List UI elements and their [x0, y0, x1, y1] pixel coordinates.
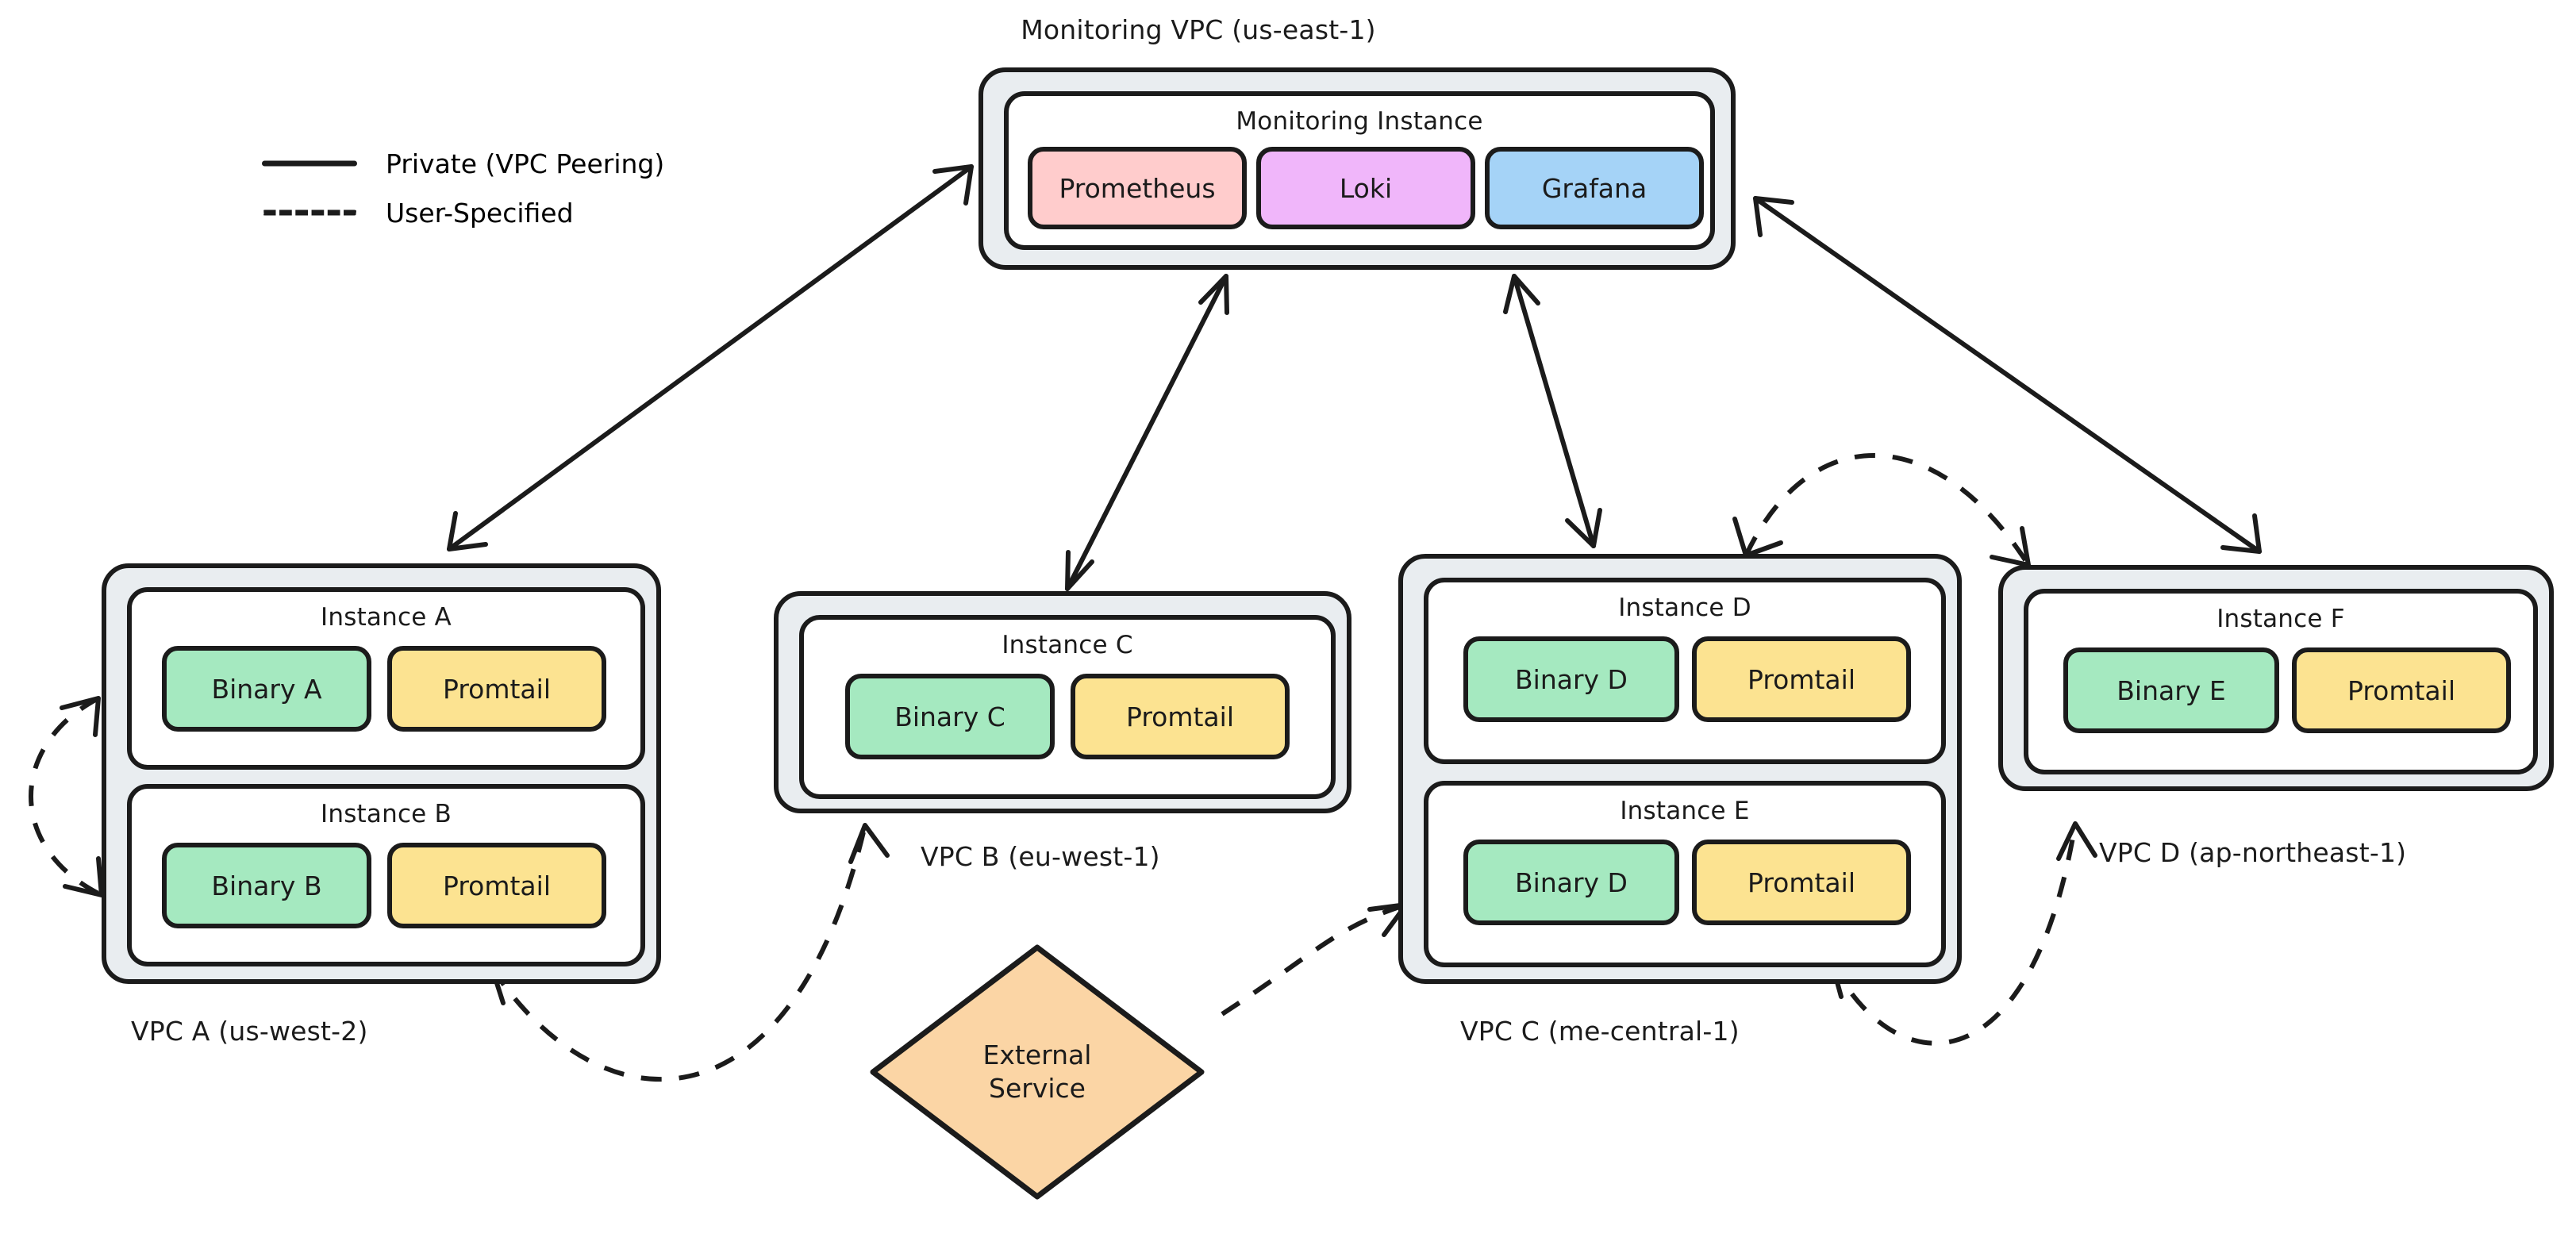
instance-c-title: Instance C: [1002, 631, 1133, 659]
vpc-a-container[interactable]: Instance A Binary A Promtail Instance B …: [102, 563, 661, 984]
node-promtail-a-label: Promtail: [443, 673, 551, 705]
node-binary-c-label: Binary C: [894, 701, 1005, 732]
node-promtail-c[interactable]: Promtail: [1071, 674, 1290, 759]
external-service-node[interactable]: External Service: [867, 941, 1208, 1203]
node-binary-d[interactable]: Binary D: [1463, 636, 1679, 722]
node-prometheus-label: Prometheus: [1059, 172, 1216, 204]
edge-instance-a-to-instance-b: [29, 696, 104, 897]
instance-c[interactable]: Instance C Binary C Promtail: [799, 615, 1336, 799]
legend-label-private: Private (VPC Peering): [386, 148, 665, 179]
node-grafana-label: Grafana: [1541, 172, 1647, 204]
node-promtail-b[interactable]: Promtail: [387, 843, 606, 928]
node-promtail-e-label: Promtail: [1747, 867, 1855, 898]
solid-line-icon: [262, 156, 357, 171]
node-prometheus[interactable]: Prometheus: [1028, 147, 1247, 229]
vpc-d-caption: VPC D (ap-northeast-1): [2099, 837, 2407, 868]
edge-monitoring-to-vpc-c: [1503, 274, 1602, 548]
node-promtail-e[interactable]: Promtail: [1692, 840, 1911, 925]
instance-d[interactable]: Instance D Binary D Promtail: [1424, 578, 1946, 764]
external-service-label: External Service: [867, 941, 1208, 1203]
vpc-b-container[interactable]: Instance C Binary C Promtail: [774, 591, 1351, 813]
node-loki-label: Loki: [1339, 172, 1393, 204]
node-loki[interactable]: Loki: [1256, 147, 1475, 229]
node-binary-e-label: Binary D: [1515, 867, 1628, 898]
legend: Private (VPC Peering) User-Specified: [262, 139, 664, 237]
external-service-label-line1: External: [982, 1039, 1092, 1070]
node-promtail-f-label: Promtail: [2347, 674, 2455, 706]
node-binary-b-label: Binary B: [211, 870, 322, 901]
edge-external-service-to-vpc-c: [1221, 902, 1409, 1016]
instance-f[interactable]: Instance F Binary E Promtail: [2024, 589, 2538, 774]
node-promtail-d[interactable]: Promtail: [1692, 636, 1911, 722]
instance-e[interactable]: Instance E Binary D Promtail: [1424, 781, 1946, 967]
node-binary-b[interactable]: Binary B: [162, 843, 371, 928]
monitoring-instance-title: Monitoring Instance: [1236, 107, 1483, 136]
instance-a-title: Instance A: [321, 603, 452, 632]
legend-item-private: Private (VPC Peering): [262, 139, 664, 188]
node-binary-c[interactable]: Binary C: [845, 674, 1055, 759]
vpc-a-caption: VPC A (us-west-2): [131, 1016, 368, 1047]
external-service-label-line2: Service: [989, 1073, 1086, 1104]
legend-item-user-specified: User-Specified: [262, 188, 664, 237]
instance-e-title: Instance E: [1620, 797, 1750, 825]
instance-b[interactable]: Instance B Binary B Promtail: [127, 784, 645, 966]
diamond-shape-icon: [870, 944, 1205, 1200]
node-promtail-a[interactable]: Promtail: [387, 646, 606, 732]
node-binary-e[interactable]: Binary E: [2063, 647, 2279, 733]
instance-f-title: Instance F: [2217, 605, 2345, 633]
edge-monitoring-to-vpc-d: [1753, 196, 2262, 554]
node-promtail-d-label: Promtail: [1747, 663, 1855, 695]
node-binary-e-in-instance-e[interactable]: Binary D: [1463, 840, 1679, 925]
node-binary-d-label: Binary D: [1515, 663, 1628, 695]
monitoring-instance[interactable]: Monitoring Instance Prometheus Loki Graf…: [1004, 91, 1715, 250]
monitoring-vpc-caption: Monitoring VPC (us-east-1): [1021, 14, 1376, 45]
node-grafana[interactable]: Grafana: [1485, 147, 1704, 229]
dashed-line-icon: [262, 205, 357, 221]
vpc-c-caption: VPC C (me-central-1): [1460, 1016, 1740, 1047]
vpc-d-container[interactable]: Instance F Binary E Promtail: [1998, 565, 2554, 791]
node-binary-e-label-f: Binary E: [2117, 674, 2226, 706]
node-binary-a-label: Binary A: [211, 673, 322, 705]
edge-monitoring-to-vpc-b: [1065, 274, 1229, 591]
monitoring-vpc-container[interactable]: Monitoring Instance Prometheus Loki Graf…: [978, 67, 1736, 270]
vpc-b-caption: VPC B (eu-west-1): [921, 841, 1160, 872]
node-promtail-f[interactable]: Promtail: [2292, 647, 2511, 733]
legend-label-user-specified: User-Specified: [386, 197, 574, 229]
instance-a[interactable]: Instance A Binary A Promtail: [127, 587, 645, 770]
instance-d-title: Instance D: [1618, 594, 1751, 622]
vpc-c-container[interactable]: Instance D Binary D Promtail Instance E …: [1398, 554, 1962, 984]
instance-b-title: Instance B: [321, 800, 452, 828]
node-promtail-c-label: Promtail: [1126, 701, 1234, 732]
node-promtail-b-label: Promtail: [443, 870, 551, 901]
node-binary-a[interactable]: Binary A: [162, 646, 371, 732]
edge-vpc-c-to-vpc-d-upper: [1732, 453, 2031, 567]
